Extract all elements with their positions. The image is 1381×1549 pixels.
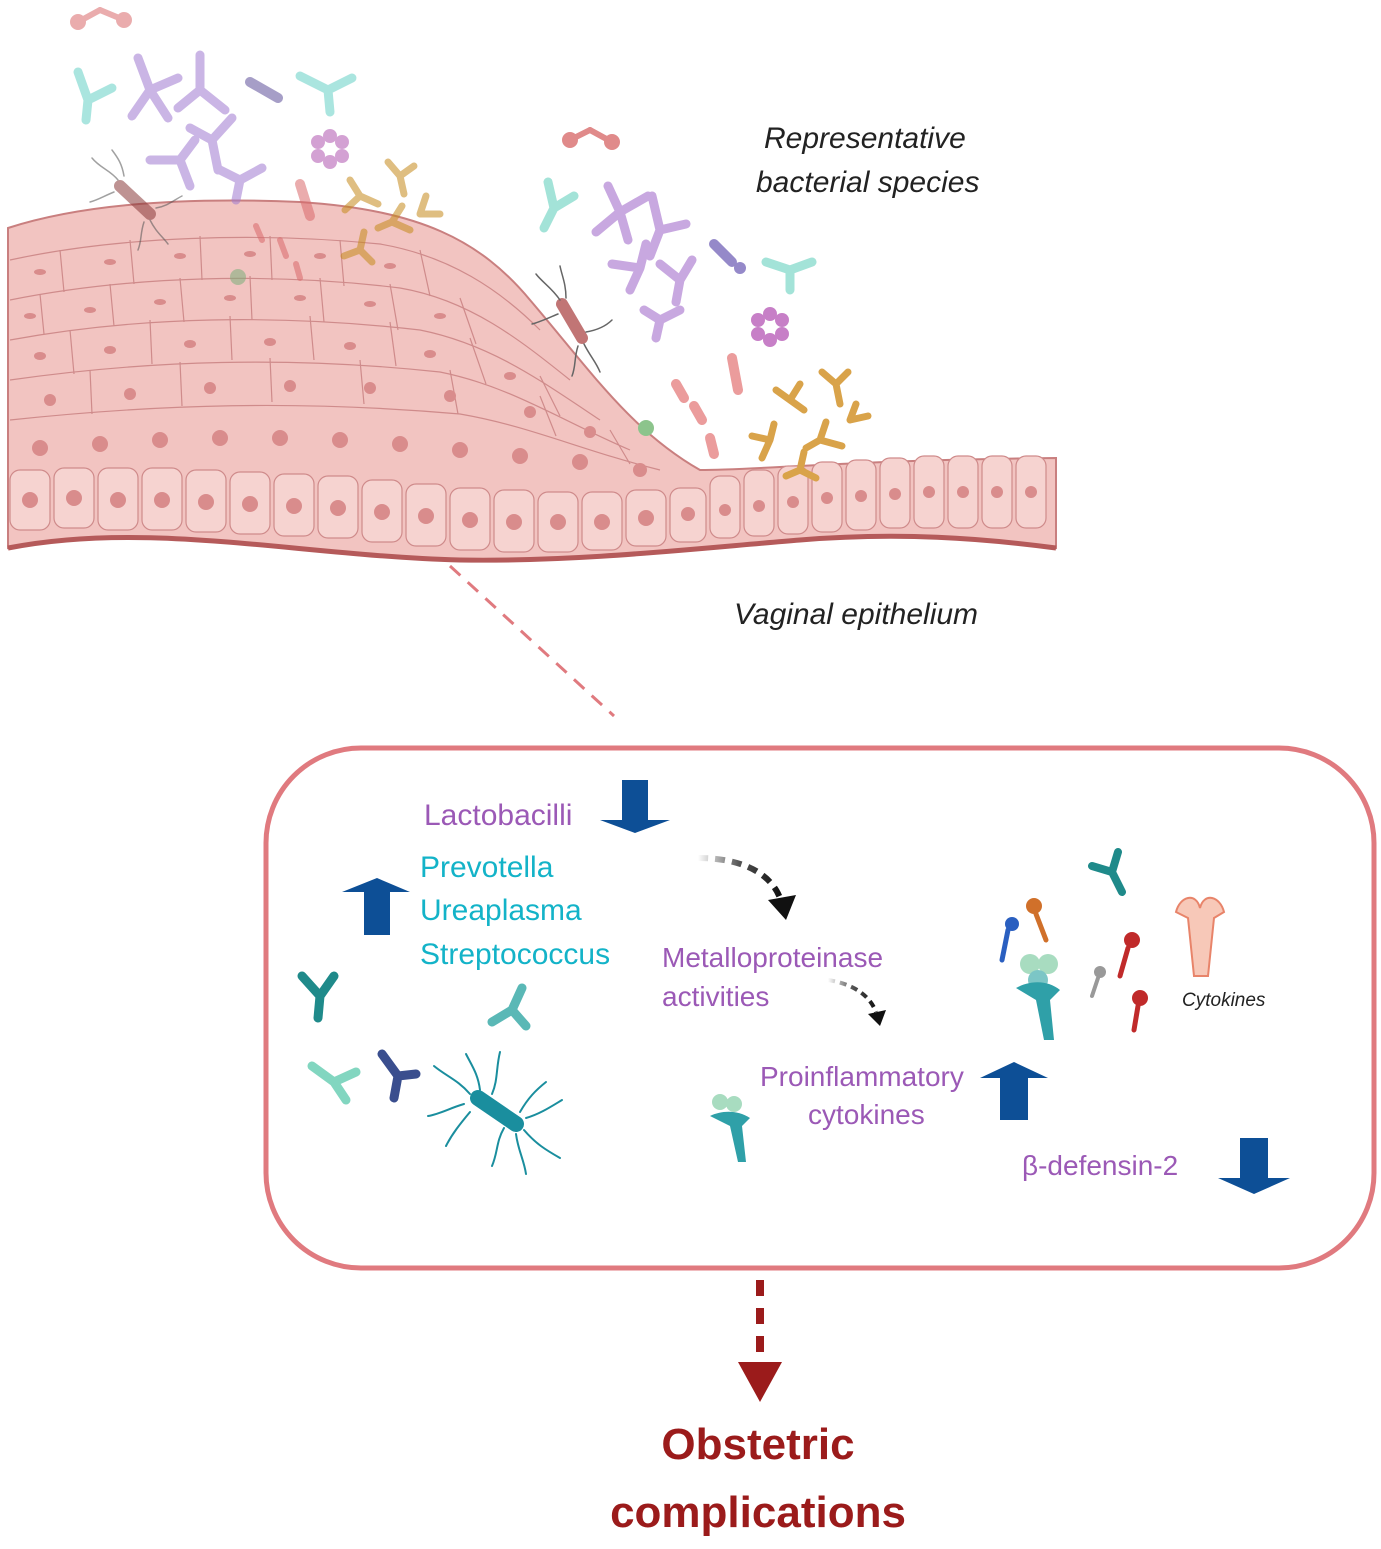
diplococcus-icon [70, 7, 132, 30]
rod-bacteria-icon [295, 179, 315, 221]
bacillus-icon [89, 149, 183, 251]
y-shaped-bacteria-icon [377, 1049, 421, 1103]
cytokine-icons [710, 848, 1226, 1162]
cytokines-small-label: Cytokines [1182, 990, 1266, 1011]
cell-nuclei [22, 251, 1037, 530]
increased-species-1: Prevotella [420, 851, 554, 884]
coccus-cluster-icon [751, 307, 789, 347]
basal-cell-row [9, 455, 1047, 553]
rod-bacteria-icon [671, 353, 743, 459]
bacteria-cluster-left [70, 7, 444, 285]
y-shaped-bacteria-icon [307, 1061, 361, 1105]
zoom-connector-line [448, 564, 616, 718]
y-shaped-bacteria-icon [487, 983, 531, 1031]
cell-dividers [39, 235, 631, 465]
up-arrow-icon [980, 1062, 1048, 1120]
y-shaped-bacteria-icon [340, 158, 444, 266]
rod-bacteria-icon [709, 239, 737, 267]
bacteria-title-line2: bacterial species [756, 166, 980, 199]
y-shaped-bacteria-icon [748, 368, 872, 482]
metalloproteinase-label-line2: activities [662, 981, 770, 1012]
cytokine-key-icon [1131, 990, 1148, 1033]
down-arrow-icon [1218, 1138, 1290, 1194]
y-shaped-bacteria-icon [127, 50, 267, 205]
increased-species-3: Streptococcus [420, 938, 611, 971]
outcome-arrow [738, 1280, 782, 1402]
y-shaped-bacteria-icon [591, 181, 697, 343]
basement-membrane [7, 533, 1057, 563]
cytokine-key-icon [1090, 966, 1106, 998]
squamous-cell-layers [9, 236, 661, 471]
curved-dashed-arrow [827, 978, 886, 1026]
defensin-label: β-defensin-2 [1022, 1150, 1179, 1181]
epithelium-label: Vaginal epithelium [734, 598, 979, 631]
detail-box [263, 745, 1377, 1271]
curved-dashed-arrow [697, 855, 796, 920]
outcome-label-line1: Obstetric [661, 1420, 855, 1469]
metalloproteinase-label-line1: Metalloproteinase [662, 942, 884, 973]
outcome-label-line2: complications [610, 1488, 906, 1537]
rod-bacteria-icon [245, 77, 283, 103]
bacteria-cluster-right [531, 127, 872, 482]
cytokine-key-icon [1117, 932, 1140, 979]
y-shaped-bacteria-icon [297, 971, 339, 1023]
box-bacteria [297, 971, 563, 1175]
cytokine-receptor-icon [1016, 954, 1060, 1040]
up-arrow-icon [342, 878, 410, 935]
diplococcus-icon [562, 127, 620, 150]
cytokine-receptor-icon [1174, 897, 1226, 977]
vaginal-epithelium-illustration [7, 199, 1057, 563]
small-rods [253, 223, 303, 281]
proinflammatory-label-line2: cytokines [808, 1099, 925, 1130]
y-shaped-bacteria-icon [73, 67, 117, 125]
coccus-cluster-icon [311, 129, 349, 169]
bacteria-title-line1: Representative [764, 122, 966, 155]
y-shaped-bacteria-icon [539, 177, 817, 295]
down-arrow-icon [600, 780, 670, 833]
lactobacilli-label: Lactobacilli [424, 799, 573, 832]
cytokine-key-icon [999, 917, 1019, 963]
cytokine-key-icon [1026, 898, 1049, 943]
increased-species-2: Ureaplasma [420, 894, 582, 927]
y-shaped-bacteria-icon [295, 71, 357, 117]
cytokine-receptor-icon [710, 1094, 750, 1162]
bacillus-icon [427, 1051, 563, 1175]
coccus-icon [638, 420, 654, 436]
proinflammatory-label-line1: Proinflammatory [760, 1061, 964, 1092]
bacillus-icon [531, 265, 613, 377]
y-shaped-bacteria-icon [1088, 848, 1126, 896]
coccus-icon [230, 269, 246, 285]
